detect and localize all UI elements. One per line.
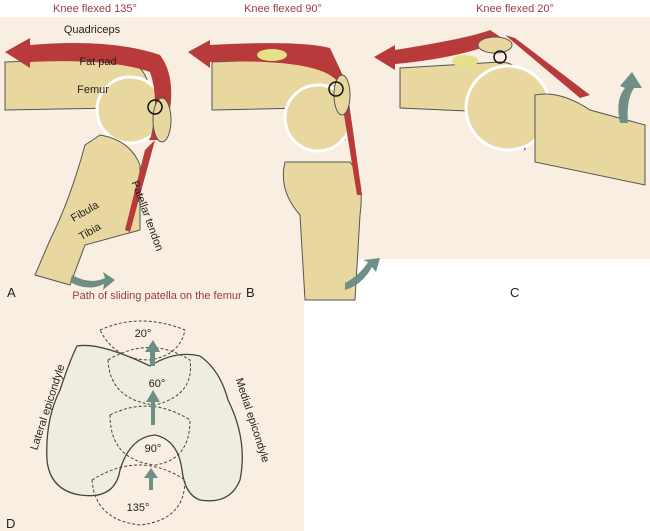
patella-path-arrows xyxy=(144,340,160,490)
panel-letter-d: D xyxy=(6,516,15,531)
panel-c-title: Knee flexed 20° xyxy=(476,3,554,15)
patellar-tendon-c xyxy=(505,35,590,98)
label-femur: Femur xyxy=(77,84,109,96)
patellar-tendon-b xyxy=(340,90,362,195)
panel-letter-c: C xyxy=(510,285,519,300)
angle-90: 90° xyxy=(145,443,162,455)
tibia-a xyxy=(34,134,141,286)
panel-a-title: Knee flexed 135° xyxy=(53,3,137,15)
contact-circle-a xyxy=(147,99,163,115)
panel-letter-a: A xyxy=(7,285,16,300)
panel-b-title: Knee flexed 90° xyxy=(244,3,322,15)
arrow-c xyxy=(618,72,642,123)
contact-circle-c xyxy=(493,50,507,64)
quadriceps-c xyxy=(374,30,505,70)
patella-path-outlines xyxy=(91,320,192,526)
patella-a xyxy=(152,97,172,143)
angle-135: 135° xyxy=(127,502,150,514)
tibia-c xyxy=(534,93,646,186)
angle-20: 20° xyxy=(135,328,152,340)
panel-a-illustration xyxy=(4,38,172,290)
panel-d-illustration xyxy=(46,320,243,526)
panel-letter-b: B xyxy=(246,285,255,300)
panel-c-illustration xyxy=(374,30,646,186)
quadriceps-a xyxy=(5,38,172,140)
femur-end-view xyxy=(46,344,243,502)
panel-b-illustration xyxy=(188,40,380,301)
label-quadriceps: Quadriceps xyxy=(64,24,121,36)
label-fat-pad: Fat pad xyxy=(79,56,116,68)
contact-circle-b xyxy=(328,81,344,97)
quadriceps-b xyxy=(188,40,345,82)
fat-pad-b xyxy=(257,49,287,61)
panel-d-title: Path of sliding patella on the femur xyxy=(72,290,242,302)
arrow-a xyxy=(70,272,115,290)
patella-b xyxy=(333,74,351,116)
patellar-tendon-a xyxy=(125,140,155,232)
patella-c xyxy=(477,36,513,54)
fat-pad-c xyxy=(452,55,478,67)
arrow-b xyxy=(345,258,380,290)
angle-60: 60° xyxy=(149,378,166,390)
